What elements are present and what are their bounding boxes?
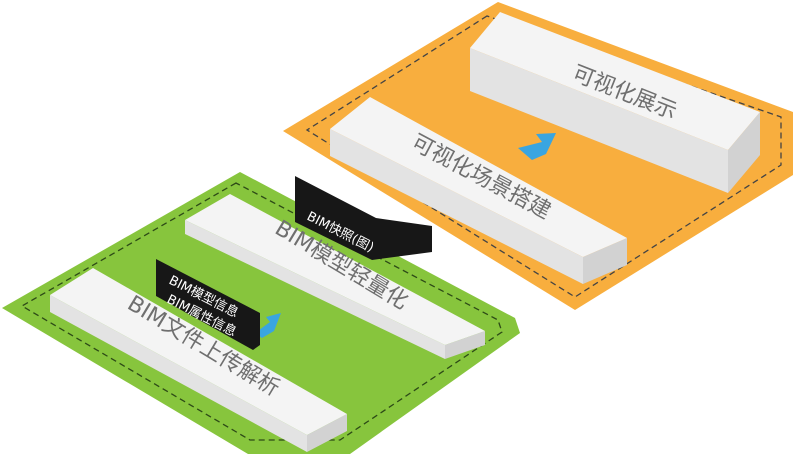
- bar-visualization-display: 可视化展示: [470, 12, 760, 193]
- arrow-up-icon: [255, 313, 281, 338]
- green-platform: [2, 172, 520, 454]
- arrow-up-icon: [518, 133, 556, 160]
